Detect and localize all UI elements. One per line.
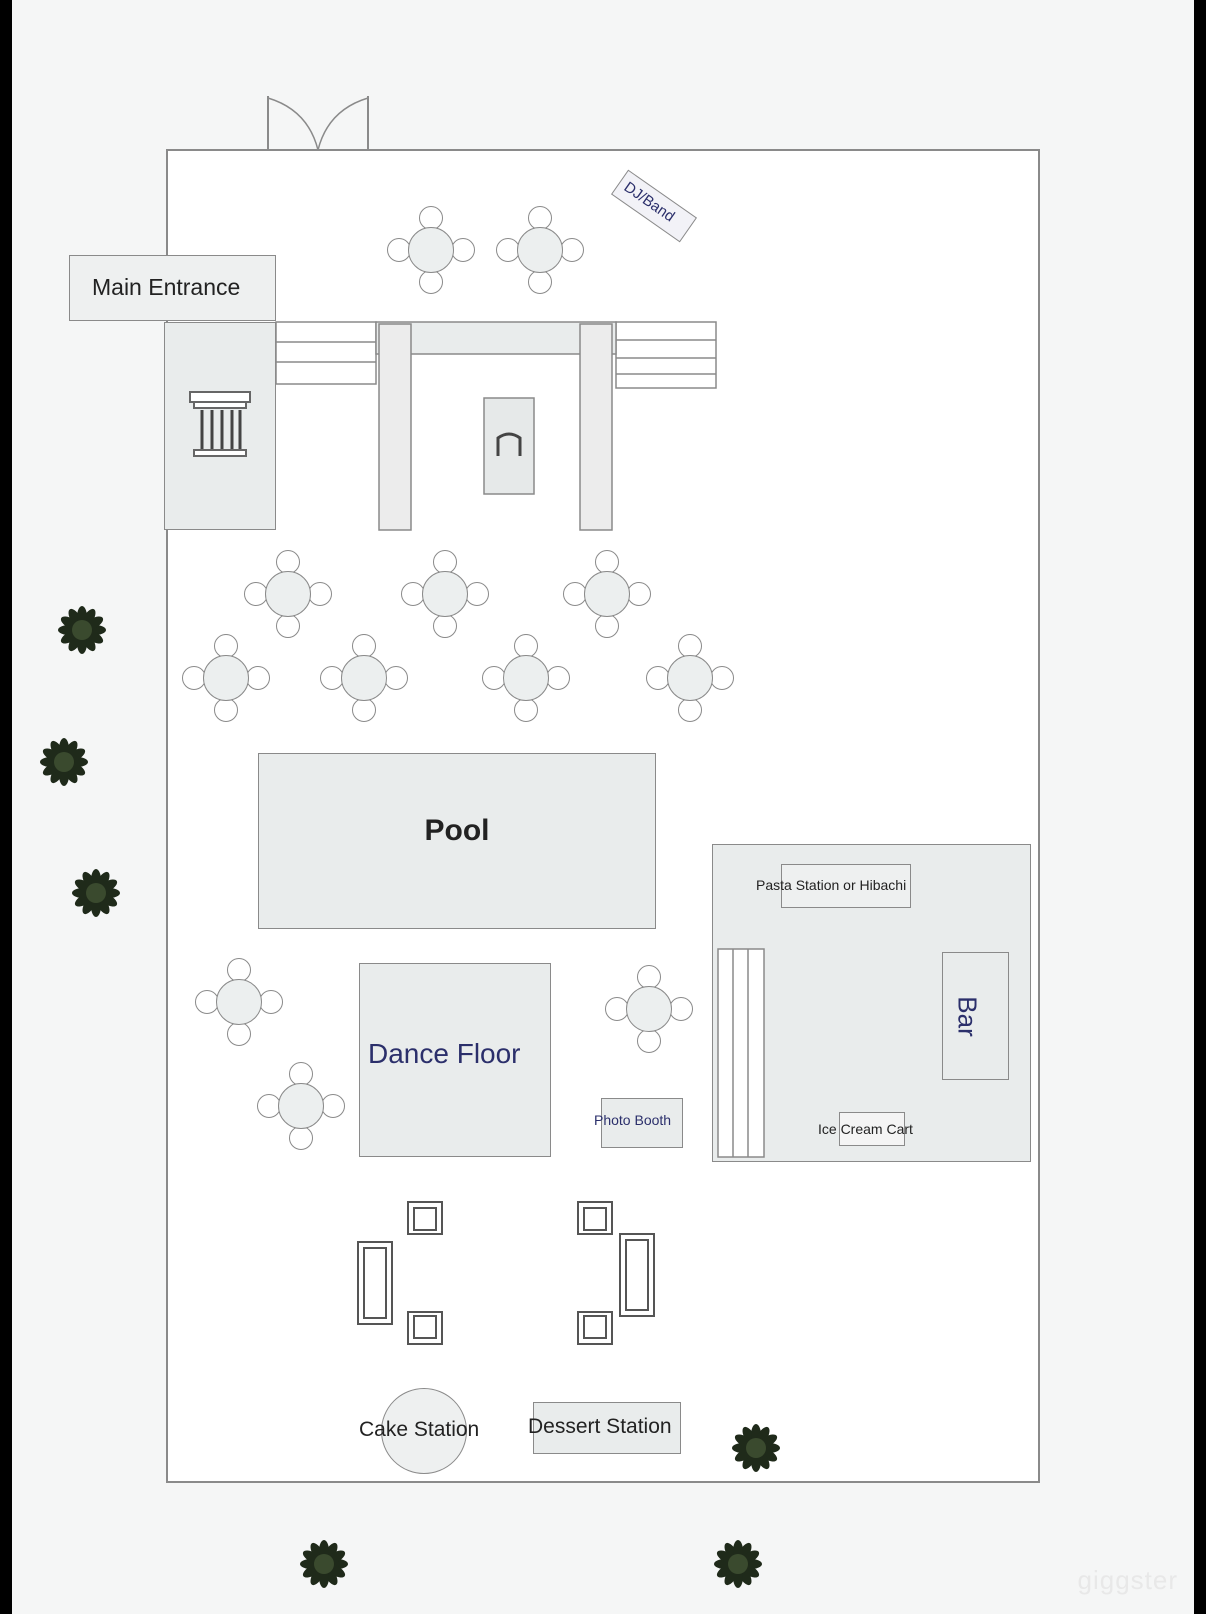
- round-table-icon: [401, 550, 489, 638]
- table-top: [203, 655, 249, 701]
- chair-icon: [289, 1062, 313, 1086]
- chair-icon: [246, 666, 270, 690]
- pergola-structure: [275, 321, 717, 531]
- table-top: [278, 1083, 324, 1129]
- chair-icon: [289, 1126, 313, 1150]
- table-top: [517, 227, 563, 273]
- chair-icon: [678, 698, 702, 722]
- main-entrance-sign: Main Entrance: [69, 255, 276, 321]
- cake-station: [381, 1388, 467, 1474]
- dessert-station: Dessert Station: [528, 1402, 681, 1454]
- round-table-icon: [320, 634, 408, 722]
- chair-icon: [465, 582, 489, 606]
- tree-icon: [714, 1540, 762, 1588]
- chair-icon: [384, 666, 408, 690]
- table-top: [667, 655, 713, 701]
- chair-icon: [182, 666, 206, 690]
- round-table-icon: [182, 634, 270, 722]
- chair-icon: [669, 997, 693, 1021]
- photo-booth: Photo Booth: [594, 1098, 683, 1148]
- dance-floor: Dance Floor: [359, 963, 551, 1157]
- chair-icon: [451, 238, 475, 262]
- table-top: [265, 571, 311, 617]
- table-top: [216, 979, 262, 1025]
- table-top: [408, 227, 454, 273]
- pool-label: Pool: [424, 814, 490, 847]
- round-table-icon: [387, 206, 475, 294]
- chair-icon: [528, 270, 552, 294]
- chair-icon: [637, 965, 661, 989]
- table-top: [341, 655, 387, 701]
- table-top: [503, 655, 549, 701]
- bar-label: Bar: [952, 996, 983, 1037]
- chair-icon: [546, 666, 570, 690]
- cake-station-label: Cake Station: [359, 1418, 480, 1441]
- chair-icon: [514, 634, 538, 658]
- main-entrance-label: Main Entrance: [92, 274, 241, 300]
- table-top: [584, 571, 630, 617]
- chair-icon: [514, 698, 538, 722]
- round-table-icon: [244, 550, 332, 638]
- chair-icon: [308, 582, 332, 606]
- chair-icon: [227, 1022, 251, 1046]
- ice-cream-cart-label: Ice Cream Cart: [818, 1121, 913, 1137]
- chair-icon: [387, 238, 411, 262]
- pasta-station: Pasta Station or Hibachi: [756, 864, 911, 908]
- round-table-icon: [646, 634, 734, 722]
- floor-plan-canvas: Main Entrance DJ/Band Pool D: [12, 0, 1194, 1614]
- chair-icon: [433, 550, 457, 574]
- chair-icon: [352, 698, 376, 722]
- round-table-icon: [482, 634, 570, 722]
- counter-icon: [717, 948, 765, 1158]
- chair-icon: [276, 550, 300, 574]
- chair-icon: [433, 614, 457, 638]
- round-table-icon: [563, 550, 651, 638]
- chair-icon: [276, 614, 300, 638]
- tree-icon: [300, 1540, 348, 1588]
- chair-icon: [352, 634, 376, 658]
- chair-icon: [320, 666, 344, 690]
- round-table-icon: [605, 965, 693, 1053]
- double-door-icon: [267, 96, 369, 151]
- pool: Pool: [258, 753, 656, 929]
- chair-icon: [321, 1094, 345, 1118]
- chair-icon: [419, 270, 443, 294]
- chair-icon: [214, 698, 238, 722]
- chair-icon: [563, 582, 587, 606]
- pasta-station-label: Pasta Station or Hibachi: [756, 877, 907, 893]
- ice-cream-cart: Ice Cream Cart: [818, 1112, 913, 1146]
- round-table-icon: [496, 206, 584, 294]
- tree-icon: [40, 738, 88, 786]
- watermark: giggster: [1077, 1565, 1178, 1595]
- tree-icon: [732, 1424, 780, 1472]
- chair-icon: [401, 582, 425, 606]
- tree-icon: [72, 869, 120, 917]
- round-table-icon: [257, 1062, 345, 1150]
- table-top: [626, 986, 672, 1032]
- column-icon: [189, 391, 251, 457]
- chair-icon: [627, 582, 651, 606]
- chair-icon: [227, 958, 251, 982]
- chair-icon: [637, 1029, 661, 1053]
- tree-icon: [58, 606, 106, 654]
- chair-icon: [595, 614, 619, 638]
- lounge-seating: [357, 1201, 655, 1345]
- chair-icon: [595, 550, 619, 574]
- table-top: [422, 571, 468, 617]
- chair-icon: [710, 666, 734, 690]
- chair-icon: [496, 238, 520, 262]
- dessert-station-label: Dessert Station: [528, 1415, 672, 1438]
- round-table-icon: [195, 958, 283, 1046]
- chair-icon: [244, 582, 268, 606]
- dance-floor-label: Dance Floor: [368, 1038, 521, 1069]
- chair-icon: [560, 238, 584, 262]
- chair-icon: [259, 990, 283, 1014]
- photo-booth-label: Photo Booth: [594, 1112, 672, 1128]
- column-area: [164, 322, 276, 530]
- bar-counter: Bar: [942, 952, 1009, 1080]
